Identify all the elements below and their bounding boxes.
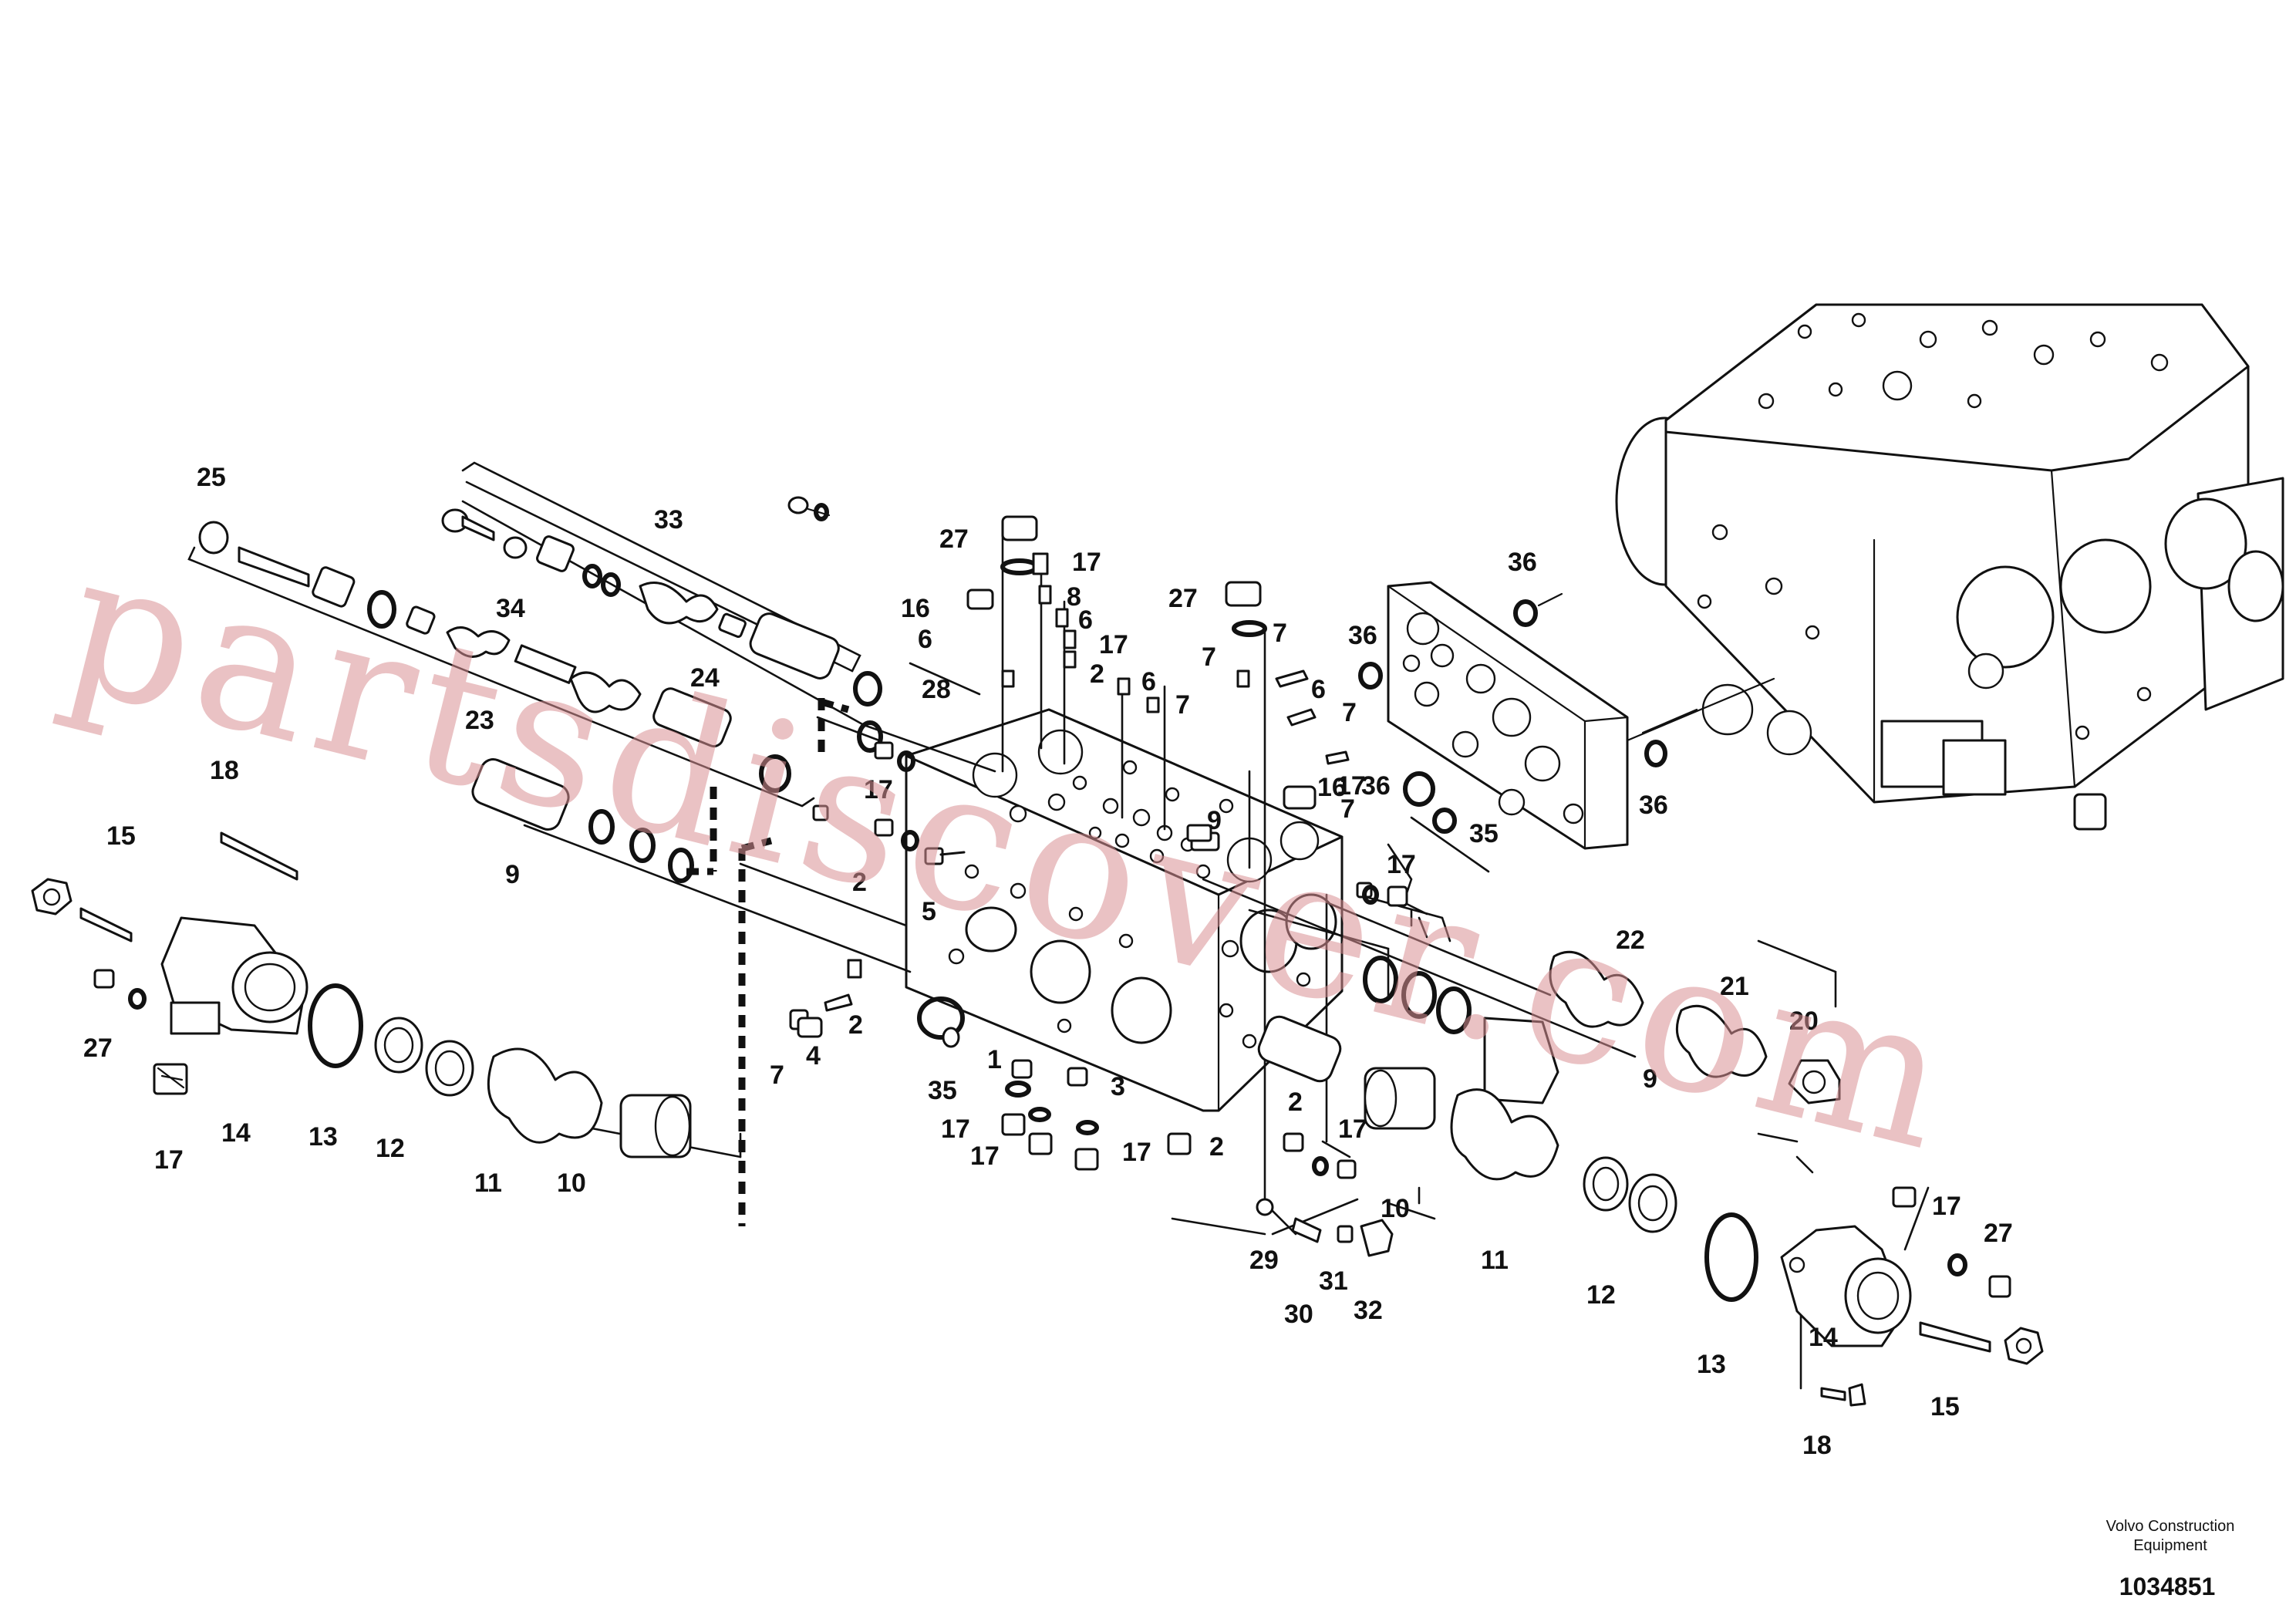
callout-6-top-c: 6 [1141,667,1156,696]
callout-7-top-c: 7 [1202,642,1216,672]
right-end-cover-group [1257,950,2044,1407]
callout-4: 4 [806,1041,821,1071]
callout-9-left: 9 [505,860,520,889]
callout-17-top-a: 17 [1072,548,1101,577]
intermediate-plate [1387,581,1629,850]
callout-17-right-c: 17 [1932,1192,1961,1221]
callout-35-right: 35 [1469,819,1499,848]
o-ring-36-mid [1403,771,1435,807]
callout-16-top: 16 [901,594,930,623]
callout-11-right: 11 [1481,1246,1509,1275]
control-valve-assembly [1615,303,2284,831]
o-ring-36-right [1644,740,1667,767]
callout-7-right: 7 [1340,794,1355,824]
callout-32: 32 [1354,1296,1383,1325]
callout-17-right-b: 17 [1338,1114,1367,1144]
callout-25: 25 [197,463,226,492]
spool-assembly-33 [441,496,882,706]
callout-2-top: 2 [1090,659,1104,689]
o-ring-35-right [1432,808,1457,834]
callout-17-top-b: 17 [1099,630,1128,659]
callout-labels: 25 33 34 23 24 18 15 9 27 14 13 12 11 10… [83,463,2013,1460]
callout-27-right: 27 [1984,1219,2013,1248]
callout-3: 3 [1111,1072,1125,1101]
callout-1: 1 [987,1045,1002,1074]
callout-34: 34 [496,594,525,623]
dashed-linkage [686,698,850,1226]
credit-line-1: Volvo Construction [2106,1518,2235,1535]
callout-21: 21 [1720,972,1749,1001]
callout-27-top-a: 27 [939,524,969,554]
callout-5: 5 [922,897,936,926]
callout-7-top-d: 7 [1342,698,1357,727]
o-ring-36-left [1358,662,1383,690]
callout-14-left: 14 [221,1118,251,1148]
callout-7-mid: 7 [770,1061,784,1090]
callout-33: 33 [654,505,683,534]
callout-35-left: 35 [928,1076,957,1105]
o-ring-36-top [1513,599,1538,627]
callout-13-right: 13 [1697,1350,1726,1379]
small-fittings [789,503,1408,1257]
callout-17-bottom-b: 17 [970,1141,1000,1171]
callout-29: 29 [1249,1246,1279,1275]
callout-10-right: 10 [1381,1194,1410,1223]
callout-2-mid-b: 2 [848,1010,863,1040]
callout-17-right-a: 17 [1387,850,1416,879]
callout-11-left: 11 [474,1168,502,1198]
callout-12-left: 12 [376,1134,405,1163]
callout-6-top-d: 6 [1311,675,1326,704]
callout-12-right: 12 [1586,1280,1616,1310]
callout-17-mid-b: 17 [1337,771,1366,801]
callout-18-left: 18 [210,756,239,785]
callout-36-d: 36 [1639,791,1668,820]
callout-17-mid-a: 17 [864,775,893,804]
leader-lines [461,500,1930,1390]
callout-17-bottom-a: 17 [941,1114,970,1144]
callout-28: 28 [922,675,951,704]
left-end-cover-group [31,831,692,1158]
spool-assembly-23 [198,521,883,793]
callout-2-right: 2 [1288,1088,1303,1117]
callout-8: 8 [1067,582,1081,612]
callout-6-top-a: 6 [1078,605,1093,635]
callout-15-left: 15 [106,821,136,851]
callout-2-bottom: 2 [1209,1132,1224,1162]
callout-17-left: 17 [154,1145,184,1175]
callout-18-right: 18 [1802,1431,1832,1460]
callout-7-top-a: 7 [1175,690,1190,720]
callout-9-mid: 9 [1207,806,1222,835]
callout-22: 22 [1616,926,1645,955]
callout-17-bottom-c: 17 [1122,1138,1151,1167]
callout-2-mid-a: 2 [852,868,867,897]
callout-31: 31 [1319,1266,1348,1296]
callout-36-c: 36 [1361,771,1391,801]
callout-36-b: 36 [1348,621,1377,650]
callout-23: 23 [465,706,494,735]
callout-24: 24 [690,663,720,693]
callout-6-top-b: 6 [918,625,932,654]
callout-16-right: 16 [1317,773,1347,802]
spool-9-left [471,758,694,883]
callout-30: 30 [1284,1300,1313,1329]
callout-9-right: 9 [1643,1064,1657,1094]
drawing-number: 1034851 [2119,1573,2216,1600]
callout-27-top-b: 27 [1168,584,1198,613]
callout-20: 20 [1789,1007,1819,1036]
callout-10-left: 10 [557,1168,586,1198]
callout-14-right: 14 [1809,1323,1838,1352]
callout-36-a: 36 [1508,548,1537,577]
callout-15-right: 15 [1930,1392,1960,1421]
callout-7-top-b: 7 [1273,619,1287,648]
callout-13-left: 13 [308,1122,338,1152]
callout-27-left: 27 [83,1034,113,1063]
credit-line-2: Equipment [2133,1537,2207,1554]
